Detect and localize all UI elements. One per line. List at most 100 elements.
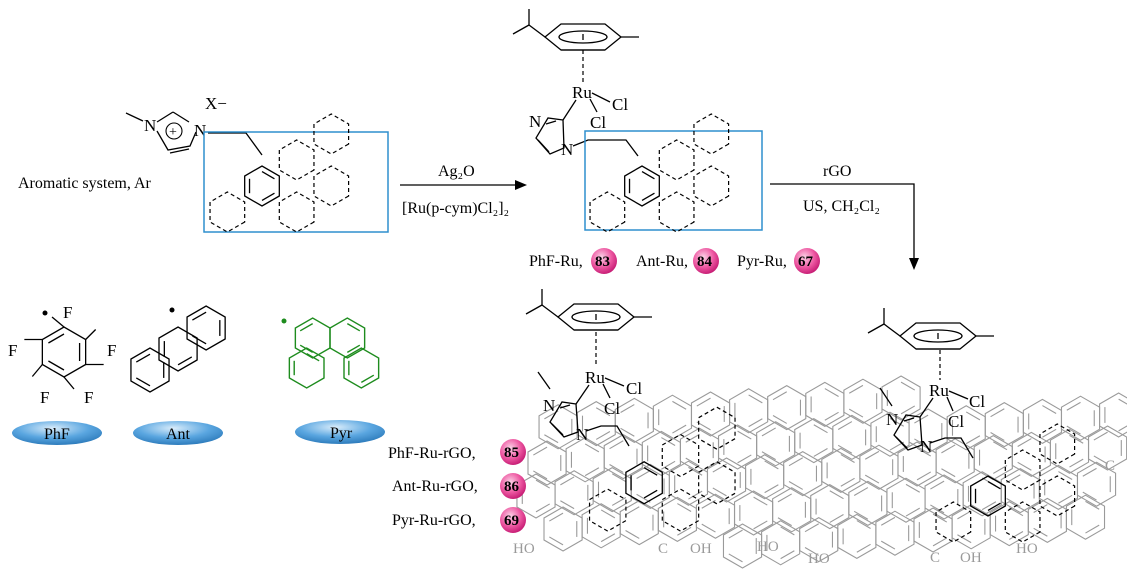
isopropyl-bond — [883, 323, 901, 337]
compound-number-84: 84 — [697, 254, 713, 270]
dashed-ring — [698, 406, 736, 450]
tag-label-phf: PhF — [44, 426, 70, 443]
double-bond-line — [853, 487, 869, 496]
dashed-ring — [1039, 475, 1076, 517]
double-bond-line — [804, 547, 820, 556]
dashed-ring — [935, 501, 972, 543]
step2-reagent-above: rGO — [823, 163, 851, 180]
double-bond-line — [1042, 428, 1057, 438]
double-bond-line — [788, 481, 804, 490]
product-label-ant-ru-rgo: Ant-Ru-rGO, — [392, 478, 478, 495]
substituent-bond — [51, 316, 65, 328]
double-bond-line — [864, 450, 880, 460]
double-bond-line — [595, 407, 611, 417]
double-bond-line — [1082, 491, 1097, 501]
double-bond-line — [609, 440, 624, 450]
chloride-1-bottom-right: Cl — [969, 392, 985, 411]
double-bond-line — [1118, 425, 1127, 432]
phf-f-top-right: F — [63, 303, 72, 322]
double-bond-line — [1006, 498, 1021, 507]
graphene-sheet — [516, 375, 1127, 569]
double-bond-line — [688, 466, 703, 476]
double-bond-line — [600, 509, 616, 519]
carbene-n1-top: N — [529, 112, 541, 131]
p-cymene-top — [512, 9, 639, 51]
double-bond-line — [643, 489, 658, 499]
double-bond-line — [957, 510, 972, 520]
double-bond-line — [880, 540, 896, 550]
double-bond-line — [1085, 500, 1100, 510]
carbene-n3-top: N — [561, 140, 573, 159]
double-bond-line — [261, 171, 275, 180]
product-labels-rgo: PhF-Ru-rGO, 85 Ant-Ru-rGO, 86 Pyr-Ru-rGO… — [388, 439, 526, 533]
double-bond-line — [661, 437, 676, 446]
dashed-ring — [661, 488, 700, 532]
double-bond-line — [987, 502, 1001, 511]
double-bond-line — [1069, 458, 1084, 468]
compound-number-69: 69 — [504, 513, 519, 529]
graphene-ho-label-4: HO — [1016, 541, 1038, 557]
dashed-ring — [698, 461, 736, 505]
substituent-bond — [63, 376, 75, 390]
double-bond-line — [1017, 438, 1032, 447]
double-bond-line — [737, 454, 752, 464]
double-bond-line — [192, 311, 207, 321]
double-bond-line — [1066, 425, 1081, 435]
compound-number-67: 67 — [798, 254, 814, 270]
double-bond-line — [930, 480, 945, 490]
double-bond-line — [880, 516, 896, 526]
double-bond-line — [1066, 401, 1081, 411]
double-bond-line — [677, 503, 692, 512]
aromatic-tags: PhF Ant Pyr — [12, 420, 385, 445]
double-bond-line — [965, 435, 981, 445]
pyrenyl-structure — [281, 317, 380, 389]
pyrene-ring — [329, 317, 366, 359]
ncarbene-ring-top — [535, 99, 639, 157]
double-bond-line — [1093, 455, 1108, 465]
double-bond-line — [990, 408, 1005, 418]
double-bond-line — [1008, 531, 1024, 540]
dashed-ring — [1004, 501, 1041, 543]
double-bond-line — [177, 356, 193, 366]
dashed-ring — [313, 165, 350, 207]
double-bond-line — [701, 499, 716, 509]
aryl-ring — [244, 165, 280, 207]
dashed-ring — [209, 191, 246, 233]
graphene-ring — [1065, 494, 1106, 540]
graphene-cooh-2: C — [930, 550, 940, 566]
double-bond-line — [584, 443, 600, 453]
substituent-bond — [85, 329, 97, 340]
double-bond-line — [1085, 524, 1100, 534]
double-bond-line — [533, 470, 548, 480]
double-bond-line — [661, 460, 676, 470]
double-bond-line — [611, 473, 627, 483]
double-bond-line — [584, 467, 600, 477]
anthracenyl-structure — [130, 305, 226, 393]
double-bond-line — [772, 415, 788, 424]
graphene-ho-label-3: HO — [808, 551, 830, 567]
graphene-ring — [1076, 461, 1117, 507]
substituent-bond — [31, 364, 43, 377]
double-bond-line — [728, 529, 743, 539]
double-bond-line — [905, 483, 920, 493]
double-bond-line — [889, 417, 904, 427]
double-bond-line — [625, 506, 640, 516]
double-bond-line — [643, 467, 658, 476]
double-bond-line — [824, 388, 839, 397]
double-bond-line — [549, 512, 564, 522]
double-bond-line — [620, 427, 635, 437]
double-bond-line — [611, 497, 627, 506]
dashed-ring — [1039, 423, 1076, 465]
plus-charge-icon — [165, 122, 183, 140]
double-bond-line — [549, 536, 564, 546]
double-bond-line — [916, 447, 932, 457]
double-bond-line — [761, 427, 776, 437]
imidazolium-n3: N — [194, 121, 206, 140]
double-bond-line — [636, 470, 651, 479]
double-bond-line — [932, 537, 948, 547]
p-cymene-bottom-right — [867, 308, 994, 350]
double-bond-line — [965, 411, 981, 421]
double-bond-line — [609, 464, 624, 473]
aromatic-system-box-1 — [203, 131, 389, 233]
step1-reagent-above: Ag₂O — [438, 163, 475, 180]
